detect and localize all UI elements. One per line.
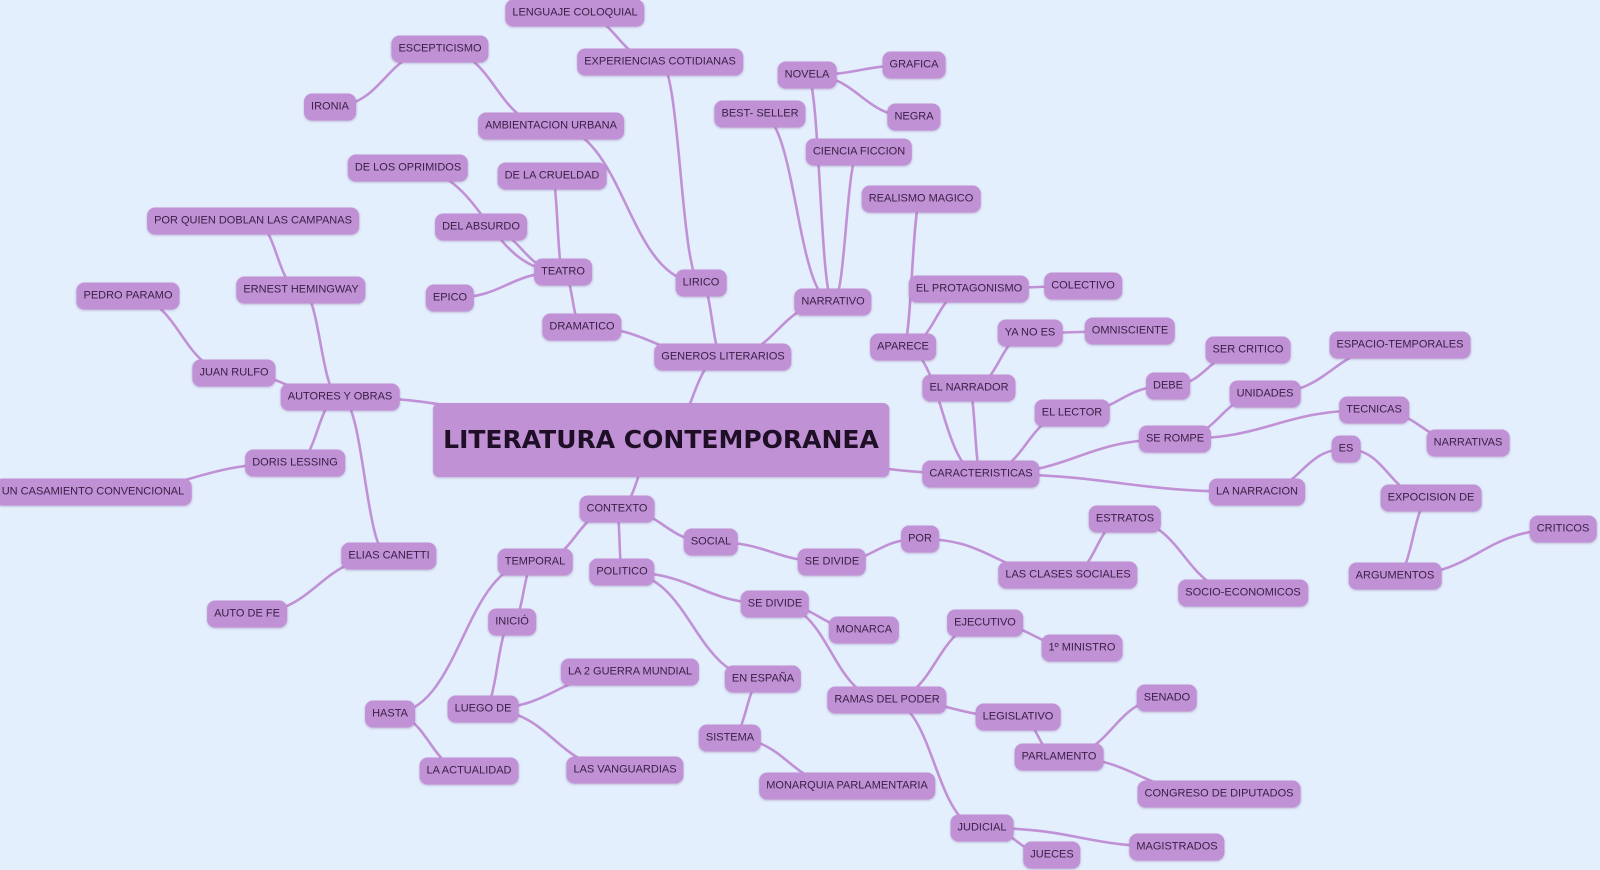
node-la-narracion[interactable]: LA NARRACION [1209,478,1305,506]
link-caracteristicas-aparece [901,345,983,476]
node-inicio[interactable]: INICIÓ [488,608,536,636]
node-las-vanguardias[interactable]: LAS VANGUARDIAS [566,756,684,784]
node-autores-y-obras[interactable]: AUTORES Y OBRAS [280,383,400,411]
node-ramas-del-poder[interactable]: RAMAS DEL PODER [827,686,947,714]
node-la-actualidad[interactable]: LA ACTUALIDAD [419,757,519,785]
node-tecnicas[interactable]: TECNICAS [1339,396,1409,424]
node-ejecutivo[interactable]: EJECUTIVO [947,609,1023,637]
node-debe[interactable]: DEBE [1146,372,1190,400]
node-generos-literarios[interactable]: GENEROS LITERARIOS [654,343,792,371]
node-grafica[interactable]: GRAFICA [882,51,946,79]
node-espacio-temporales[interactable]: ESPACIO-TEMPORALES [1329,331,1471,359]
node-dramatico[interactable]: DRAMATICO [542,313,622,341]
node-el-lector[interactable]: EL LECTOR [1034,399,1110,427]
link-autores_y_obras-ernest_hemingway [299,288,342,399]
node-primer-ministro[interactable]: 1º MINISTRO [1041,634,1123,662]
node-elias-canetti[interactable]: ELIAS CANETTI [341,542,437,570]
node-pedro-paramo[interactable]: PEDRO PARAMO [76,282,180,310]
node-por[interactable]: POR [901,525,939,553]
node-ernest-hemingway[interactable]: ERNEST HEMINGWAY [236,276,366,304]
node-sistema[interactable]: SISTEMA [698,724,762,752]
node-luego-de[interactable]: LUEGO DE [447,695,519,723]
link-aparece-realismo_magico [901,197,923,349]
node-el-protagonismo[interactable]: EL PROTAGONISMO [908,275,1030,303]
node-epico[interactable]: EPICO [425,284,475,312]
node-legislativo[interactable]: LEGISLATIVO [975,703,1061,731]
node-temporal[interactable]: TEMPORAL [497,548,573,576]
node-es[interactable]: ES [1331,435,1361,463]
node-ciencia-ficcion[interactable]: CIENCIA FICCION [805,138,913,166]
node-un-casamiento-convencional[interactable]: UN CASAMIENTO CONVENCIONAL [0,478,192,506]
node-la-2-guerra-mundial[interactable]: LA 2 GUERRA MUNDIAL [560,658,700,686]
node-congreso-de-diputados[interactable]: CONGRESO DE DIPUTADOS [1137,780,1301,808]
node-colectivo[interactable]: COLECTIVO [1044,272,1122,300]
node-en-espana[interactable]: EN ESPAÑA [724,665,802,693]
node-realismo-magico[interactable]: REALISMO MAGICO [861,185,981,213]
node-lenguaje-coloquial[interactable]: LENGUAJE COLOQUIAL [505,0,645,27]
node-estratos[interactable]: ESTRATOS [1088,505,1162,533]
node-se-rompe[interactable]: SE ROMPE [1138,425,1212,453]
node-unidades[interactable]: UNIDADES [1229,380,1301,408]
node-teatro[interactable]: TEATRO [534,258,592,286]
node-narrativo[interactable]: NARRATIVO [794,288,872,316]
node-juan-rulfo[interactable]: JUAN RULFO [192,359,276,387]
central-topic[interactable]: LITERATURA CONTEMPORANEA [433,403,889,477]
link-autores_y_obras-elias_canetti [338,395,391,558]
link-temporal-hasta [388,560,537,716]
node-narrativas[interactable]: NARRATIVAS [1426,429,1510,457]
node-jueces[interactable]: JUECES [1023,841,1081,869]
node-aparece[interactable]: APARECE [870,333,936,361]
node-argumentos[interactable]: ARGUMENTOS [1348,562,1442,590]
node-politico[interactable]: POLITICO [589,558,655,586]
node-del-absurdo[interactable]: DEL ABSURDO [435,213,527,241]
node-novela[interactable]: NOVELA [777,61,837,89]
node-las-clases-sociales[interactable]: LAS CLASES SOCIALES [998,561,1138,589]
node-por-quien-doblan-las-campanas[interactable]: POR QUIEN DOBLAN LAS CAMPANAS [147,207,359,235]
node-magistrados[interactable]: MAGISTRADOS [1129,833,1225,861]
node-ya-no-es[interactable]: YA NO ES [997,319,1063,347]
node-best-seller[interactable]: BEST- SELLER [714,100,806,128]
node-ambientacion-urbana[interactable]: AMBIENTACION URBANA [478,112,624,140]
link-lirico-experiencias_cotidianas [658,60,703,285]
node-omnisciente[interactable]: OMNISCIENTE [1084,317,1176,345]
node-doris-lessing[interactable]: DORIS LESSING [245,449,345,477]
node-se-divide-social[interactable]: SE DIVIDE [797,548,867,576]
node-de-los-oprimidos[interactable]: DE LOS OPRIMIDOS [347,154,469,182]
node-monarquia-parlamentaria[interactable]: MONARQUIA PARLAMENTARIA [759,772,935,800]
node-expocision-de[interactable]: EXPOCISION DE [1380,484,1482,512]
node-negra[interactable]: NEGRA [887,103,941,131]
node-experiencias-cotidianas[interactable]: EXPERIENCIAS COTIDIANAS [577,48,743,76]
node-parlamento[interactable]: PARLAMENTO [1014,743,1104,771]
node-auto-de-fe[interactable]: AUTO DE FE [207,600,287,628]
node-caracteristicas[interactable]: CARACTERISTICAS [922,460,1040,488]
node-hasta[interactable]: HASTA [365,700,415,728]
node-criticos[interactable]: CRITICOS [1529,515,1597,543]
node-el-narrador[interactable]: EL NARRADOR [922,374,1016,402]
node-contexto[interactable]: CONTEXTO [579,495,655,523]
node-escepticismo[interactable]: ESCEPTICISMO [391,35,489,63]
node-se-divide-politico[interactable]: SE DIVIDE [740,590,810,618]
node-lirico[interactable]: LIRICO [675,269,727,297]
node-monarca[interactable]: MONARCA [828,616,900,644]
node-socio-economicos[interactable]: SOCIO-ECONOMICOS [1178,579,1308,607]
node-senado[interactable]: SENADO [1136,684,1198,712]
node-social[interactable]: SOCIAL [683,528,739,556]
link-ramas_del_poder-judicial [885,698,984,830]
node-ser-critico[interactable]: SER CRITICO [1205,336,1291,364]
node-ironia[interactable]: IRONIA [304,93,356,121]
node-judicial[interactable]: JUDICIAL [950,814,1014,842]
link-narrativo-ciencia_ficcion [831,150,861,304]
node-de-la-crueldad[interactable]: DE LA CRUELDAD [497,162,607,190]
